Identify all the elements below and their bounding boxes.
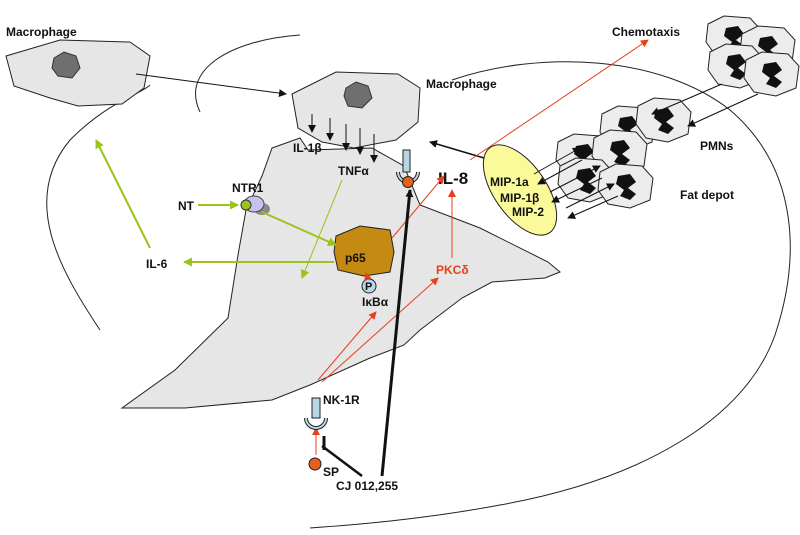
sp-ligand [308,457,322,471]
il1b-label: IL-1β [293,141,322,155]
p65-nucleus [333,225,395,277]
nt-label: NT [178,199,195,213]
p65-to-il8-arrow [391,175,445,239]
il8-receptor [396,149,420,188]
pkcd-label: PKCδ [436,263,469,277]
phospho-label: P [365,281,372,293]
macrophage-top-left-nucleus [51,51,81,79]
mip-ellipse [482,144,558,236]
pmn-migration-arrow-2 [687,93,759,127]
il8-to-macrophage-arrow [429,140,485,159]
mip1a-label: MIP-1a [490,175,529,189]
ntr1-receptor [240,195,270,215]
cj-label: CJ 012,255 [336,479,398,493]
macrophage-top-left-cell [5,39,151,107]
il6-label: IL-6 [146,257,168,271]
tnfa-to-cell-arrow [300,179,343,279]
ikba-label: IκBα [362,295,389,309]
macrophage-center-cell [291,71,421,149]
phospho-badge: P [361,278,377,294]
mip1b-label: MIP-1β [500,191,539,205]
p65-label: p65 [345,251,366,265]
ntr1-label: NTR1 [232,181,264,195]
tnfa-label: TNFα [338,164,369,178]
pmns-label: PMNs [700,139,734,153]
cj-to-il8-receptor-arrow [380,189,414,477]
fat-depot-label: Fat depot [680,188,734,202]
cytokine-secretion-arrows [308,114,378,163]
cj-inhibitor-line [321,445,363,477]
il8-label: IL-8 [438,169,468,188]
mip-pmn-arrows [533,147,619,219]
nk1r-to-pkcd-arrow [321,277,439,383]
tissue-boundary-top-left [195,34,301,113]
macrophage-top-left-label: Macrophage [6,25,77,39]
pmn-cluster [555,15,800,209]
il6-to-macrophage-arrow [95,139,151,249]
macrophage-center-nucleus [343,81,373,109]
chemotaxis-label: Chemotaxis [612,25,680,39]
tissue-boundary-right [309,61,791,529]
ntr1-to-p65-arrow [261,211,337,246]
nk1r-to-ikba-arrow [317,311,377,381]
nk1r-receptor [304,397,328,430]
migration-arrow [135,73,287,98]
pmn-migration-arrow-1 [651,83,723,115]
macrophage-center-label: Macrophage [426,77,497,91]
ikba-to-p65-arrow [364,272,372,281]
mip2-label: MIP-2 [512,205,544,219]
nk1r-label: NK-1R [323,393,360,407]
il8-chemotaxis-arrow [469,39,649,161]
sp-label: SP [323,465,339,479]
tissue-boundary-left [46,84,151,331]
